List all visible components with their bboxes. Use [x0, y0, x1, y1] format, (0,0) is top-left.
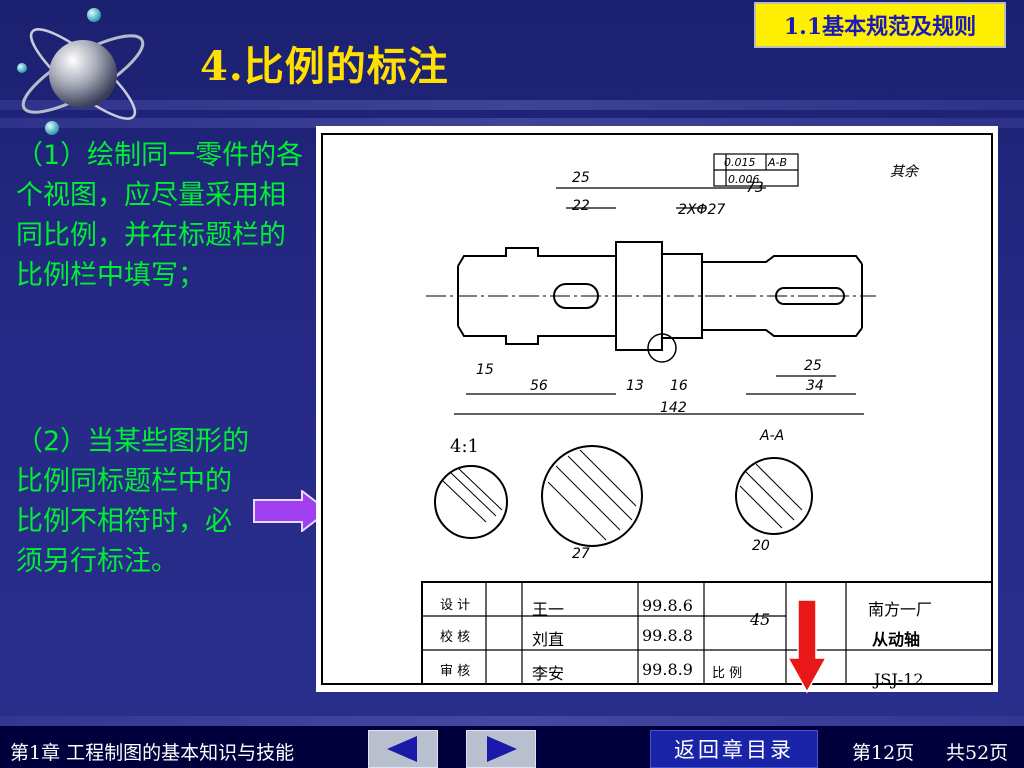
footer-chapter: 第1章 工程制图的基本知识与技能 — [10, 742, 295, 764]
dim-label: 142 — [660, 400, 687, 416]
tb-name: 王一 — [532, 600, 565, 619]
section-tag: 1.1基本规范及规则 — [754, 2, 1006, 48]
dim-label: 16 — [670, 378, 688, 394]
dim-label: 0.015 — [724, 156, 756, 169]
decor-band — [0, 100, 1024, 110]
tb-date: 99.8.9 — [642, 660, 693, 679]
dim-label: 22 — [572, 198, 590, 214]
dim-label: 56 — [530, 378, 548, 394]
tb-part-name: 从动轴 — [872, 630, 921, 649]
tb-name: 李安 — [532, 664, 565, 683]
tb-label-design: 设 计 — [440, 598, 471, 613]
scale-note: 4:1 — [450, 436, 479, 457]
tb-label-check: 校 核 — [440, 630, 471, 645]
triangle-left-icon — [387, 736, 417, 762]
prev-button[interactable] — [368, 730, 438, 768]
dim-label: 25 — [572, 170, 590, 186]
dim-label: 20 — [752, 538, 770, 554]
decor-band — [0, 118, 1024, 128]
atom-logo-icon — [17, 8, 145, 135]
tb-drawing-no: JSJ-12 — [874, 670, 924, 689]
dim-label: 0.006 — [728, 173, 760, 186]
dim-label: 15 — [476, 362, 494, 378]
page-current: 第12页 — [852, 742, 915, 764]
arrow-right-icon — [253, 490, 330, 532]
tb-date: 99.8.6 — [642, 596, 693, 615]
triangle-right-icon — [487, 736, 517, 762]
dim-label: 27 — [572, 546, 590, 562]
arrow-down-icon — [786, 599, 828, 694]
dim-label: 25 — [804, 358, 822, 374]
dim-label: 34 — [806, 378, 824, 394]
paragraph-2: （2）当某些图形的比例同标题栏中的比例不相符时，必须另行标注。 — [16, 426, 250, 577]
dim-label: A-B — [767, 156, 787, 169]
decor-band — [0, 716, 1024, 726]
shaft-drawing: 25 22 0.015 A-B 0.006 73 2XΦ27 其余 15 56 … — [321, 133, 993, 685]
page-total: 共52页 — [946, 742, 1009, 764]
paragraph-1: （1）绘制同一零件的各个视图，应尽量采用相同比例，并在标题栏的比例栏中填写； — [16, 140, 304, 291]
tb-name: 刘直 — [532, 630, 565, 649]
next-button[interactable] — [466, 730, 536, 768]
tb-label-scale: 比 例 — [712, 666, 743, 681]
dim-label: 其余 — [890, 164, 920, 180]
tb-material: 45 — [750, 610, 771, 629]
tb-company: 南方一厂 — [868, 600, 933, 619]
dim-label: 73 — [746, 180, 764, 196]
technical-drawing: 25 22 0.015 A-B 0.006 73 2XΦ27 其余 15 56 … — [316, 126, 998, 692]
slide-title: 4.比例的标注 — [200, 43, 449, 90]
dim-label: A-A — [759, 428, 784, 444]
back-to-chapter-button[interactable]: 返回章目录 — [650, 730, 818, 768]
tb-date: 99.8.8 — [642, 626, 693, 645]
dim-label: 2XΦ27 — [678, 202, 725, 218]
dim-label: 13 — [626, 378, 644, 394]
tb-label-approve: 审 核 — [440, 664, 471, 679]
